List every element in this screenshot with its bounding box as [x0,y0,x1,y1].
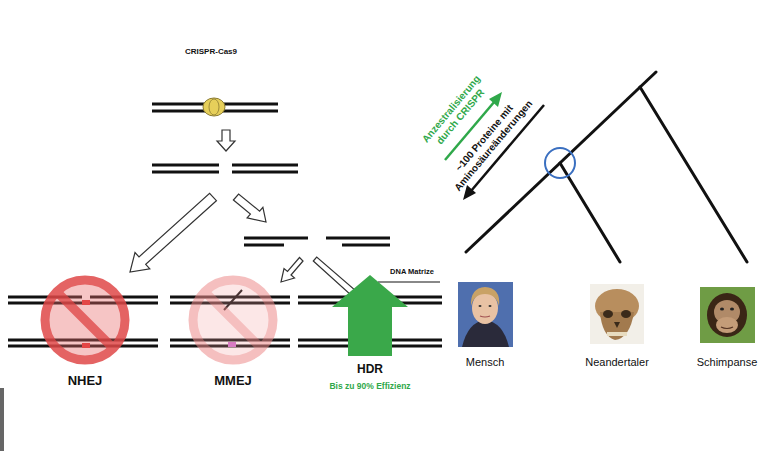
hollow-arrow [217,130,235,151]
hollow-arrow [130,193,216,272]
species-node: Neandertaler [568,282,666,368]
skull-photo [590,284,644,344]
hollow-arrow [281,258,303,283]
species-node: Schimpanse [678,282,776,368]
diagram-label: MMEJ [214,373,252,389]
prohibition-sign [45,280,125,360]
diagram-label: Bis zu 90% Effizienz [329,381,410,391]
portrait-photo [458,282,513,347]
hollow-arrow [233,194,266,222]
cas9-protein [203,98,225,116]
ancestor-marker [545,148,575,178]
chimpanzee-photo [700,287,755,343]
dna-resected [244,238,390,245]
species-caption: Mensch [436,356,534,368]
diagram-label: HDR [357,362,383,376]
cas9-detail [209,99,219,115]
prohibition-sign [193,280,273,360]
species-node: Mensch [436,282,534,368]
dna-broken [152,165,298,172]
diagram-label: NHEJ [68,373,103,389]
template-strand [378,281,440,283]
species-caption: Neandertaler [568,356,666,368]
diagram-label: DNA Matrize [390,267,434,276]
species-caption: Schimpanse [678,356,776,368]
success-arrow [332,275,408,356]
edge-strip [0,388,4,451]
diagram-label: CRISPR-Cas9 [185,47,237,57]
